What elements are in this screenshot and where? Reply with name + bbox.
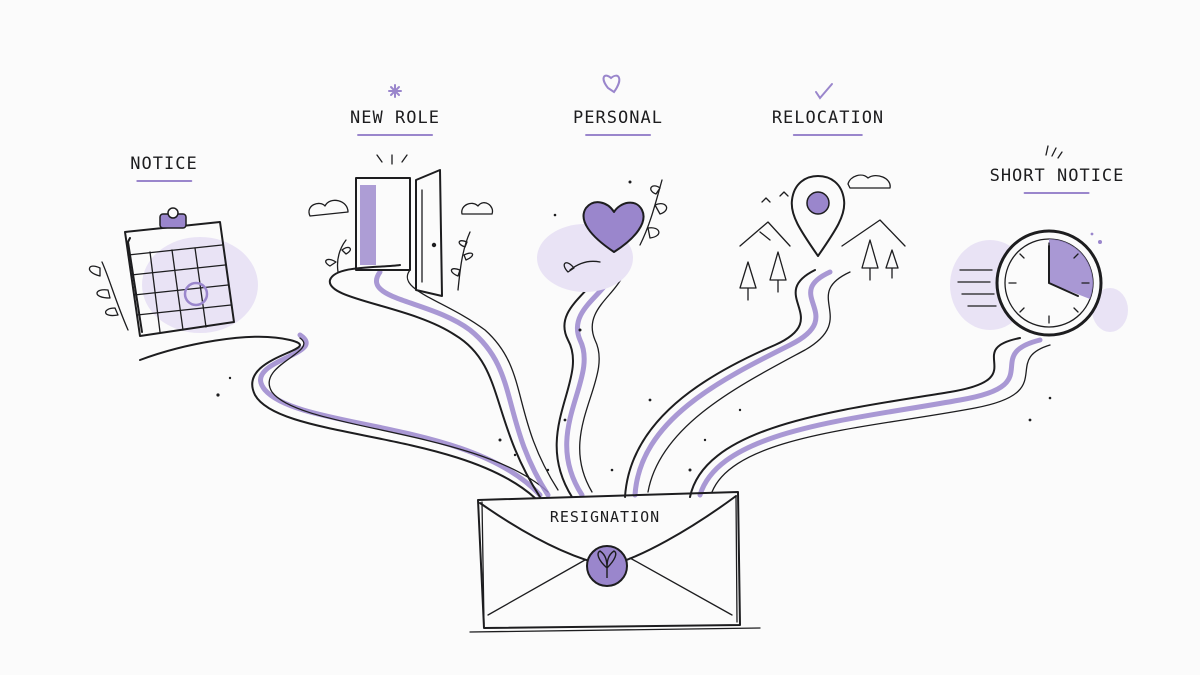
path-personal [555,259,625,498]
label-short-notice-text: SHORT NOTICE [989,166,1125,186]
scatter-dots [216,180,1052,472]
label-short-notice-underline [1023,192,1090,194]
path-relocation [624,269,851,498]
label-relocation-underline [792,134,863,136]
label-personal-underline [584,134,651,136]
label-relocation: RELOCATION [772,108,884,136]
calendar-icon [88,207,258,337]
label-new-role-text: NEW ROLE [350,108,440,128]
label-notice-text: NOTICE [130,154,198,174]
path-new-role [328,264,559,498]
label-resignation: RESIGNATION [549,508,661,526]
label-relocation-text: RELOCATION [771,108,885,128]
label-notice: NOTICE [130,154,197,182]
label-new-role: NEW ROLE [350,108,440,136]
clock-icon [950,145,1128,337]
label-personal: PERSONAL [573,108,663,136]
heart-icon [537,74,668,292]
label-notice-underline [135,180,192,182]
envelope-icon [469,491,761,633]
label-new-role-underline [356,134,433,136]
open-door-icon [308,154,494,297]
label-personal-text: PERSONAL [573,108,663,128]
path-notice [139,332,549,499]
label-short-notice: SHORT NOTICE [990,166,1125,194]
location-pin-icon [739,83,906,301]
path-short-notice [689,337,1051,498]
sparkle-icon [388,84,402,98]
